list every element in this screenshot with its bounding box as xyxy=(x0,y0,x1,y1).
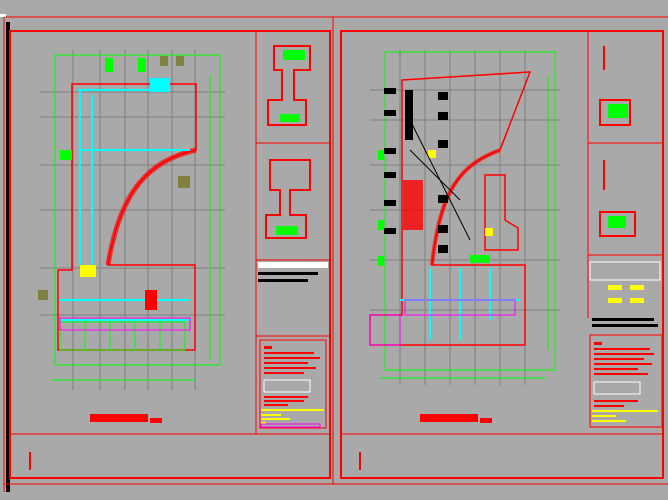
detail-plan-outline xyxy=(265,159,311,239)
equipment-units xyxy=(38,56,190,310)
magenta-zone xyxy=(369,314,401,346)
plan-title xyxy=(90,414,148,422)
right-floor-plan xyxy=(369,50,560,385)
left-edge-block xyxy=(0,14,6,17)
notes-yellow-lines xyxy=(592,410,658,422)
notes-text-lines xyxy=(264,346,320,406)
legend-strip xyxy=(592,318,654,321)
notes-text-lines xyxy=(594,342,654,407)
equipment-units xyxy=(384,88,448,253)
grid-lines xyxy=(40,50,225,390)
room-partitions xyxy=(59,321,186,351)
yellow-unit xyxy=(428,150,436,158)
green-units xyxy=(378,150,490,266)
dimension-frame xyxy=(54,54,221,366)
notes-box xyxy=(589,334,663,428)
plan-scale xyxy=(480,418,492,423)
left-edge-bar xyxy=(6,22,10,492)
detail-equipment xyxy=(276,226,298,235)
notes-magenta-strip xyxy=(260,423,321,428)
curved-wall xyxy=(430,148,501,266)
notes-table xyxy=(593,381,641,395)
equipment-schedule xyxy=(589,261,661,281)
yellow-unit xyxy=(485,228,493,236)
notes-yellow-lines xyxy=(261,409,324,424)
plan-scale xyxy=(150,418,162,423)
left-sheet-frame xyxy=(9,30,331,479)
leader-line xyxy=(409,149,461,201)
notes-box xyxy=(259,339,327,429)
annex-outline xyxy=(484,174,519,251)
detail-equipment xyxy=(608,104,628,118)
left-floor-plan xyxy=(38,50,225,390)
curved-wall xyxy=(105,147,197,266)
legend-strip xyxy=(258,279,308,282)
legend-strip xyxy=(592,324,658,327)
red-column-block xyxy=(403,180,423,230)
detail-plan-outline xyxy=(267,45,311,126)
magenta-zone xyxy=(59,317,191,331)
left-sheet xyxy=(9,17,334,484)
right-sheet xyxy=(340,30,664,479)
magenta-zone xyxy=(404,299,516,316)
schedule-yellow-entries xyxy=(608,285,644,303)
detail-plan-outline xyxy=(599,46,631,126)
dimension-frame xyxy=(384,51,556,371)
detail-equipment xyxy=(280,114,300,122)
detail-equipment xyxy=(283,50,305,60)
notes-table xyxy=(263,379,311,393)
plan-title xyxy=(420,414,478,422)
duct-run xyxy=(60,89,190,321)
detail-equipment xyxy=(608,216,626,228)
legend-strip xyxy=(258,272,318,275)
legend-strip xyxy=(258,262,328,268)
detail-plan-outline xyxy=(599,160,636,237)
